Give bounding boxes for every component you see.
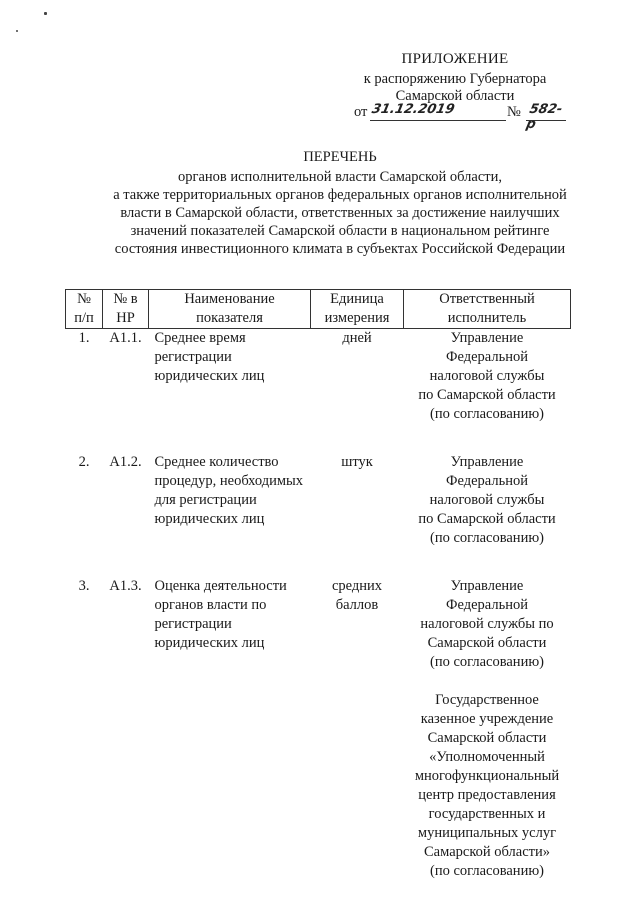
heading-line: органов исполнительной власти Самарской … xyxy=(178,169,502,185)
heading-title: ПЕРЕЧЕНЬ xyxy=(303,149,377,165)
order-line: от 31.12.2019 № 582-р xyxy=(354,102,574,132)
table-row: 1. А1.1. Среднее время регистрации юриди… xyxy=(66,329,571,425)
row-executor: Управление Федеральной налоговой службы … xyxy=(404,577,571,881)
executor-entry: Управление Федеральной налоговой службы … xyxy=(418,330,556,422)
handwritten-date: 31.12.2019 xyxy=(370,102,456,117)
scan-speck xyxy=(44,12,47,15)
heading-line: значений показателей Самарской области в… xyxy=(130,223,550,239)
appendix-line-1: к распоряжению Губернатора xyxy=(363,71,547,87)
row-unit: дней xyxy=(342,330,372,346)
date-field: 31.12.2019 xyxy=(370,102,506,121)
heading-line: состояния инвестиционного климата в субъ… xyxy=(114,241,566,257)
row-spacer xyxy=(66,548,571,577)
row-unit: штук xyxy=(341,454,373,470)
row-spacer xyxy=(66,424,571,453)
row-indicator-name: Среднее количество процедур, необходимых… xyxy=(154,454,304,527)
appendix-line-2: Самарской области xyxy=(395,88,515,104)
row-code: А1.3. xyxy=(109,578,142,594)
handwritten-number: 582-р xyxy=(524,102,564,132)
row-code: А1.2. xyxy=(109,454,142,470)
executor-entry: Управление Федеральной налоговой службы … xyxy=(420,578,554,670)
row-number: 3. xyxy=(78,578,90,594)
heading-line: власти в Самарской области, ответственны… xyxy=(120,205,560,221)
row-indicator-name: Оценка деятельности органов власти по ре… xyxy=(154,578,287,651)
row-number: 2. xyxy=(78,454,90,470)
row-indicator-name: Среднее время регистрации юридических ли… xyxy=(154,330,265,384)
number-field: 582-р xyxy=(525,102,566,132)
from-label: от xyxy=(354,104,368,120)
heading-line: а также территориальных органов федераль… xyxy=(113,187,567,203)
row-code: А1.1. xyxy=(109,330,142,346)
number-label: № xyxy=(507,104,521,120)
executor-entry: Управление Федеральной налоговой службы … xyxy=(418,454,556,546)
row-executor: Управление Федеральной налоговой службы … xyxy=(404,329,571,425)
row-number: 1. xyxy=(78,330,90,346)
executor-entry: Государственное казенное учреждение Сама… xyxy=(414,692,560,879)
scan-speck xyxy=(16,30,18,32)
row-executor: Управление Федеральной налоговой службы … xyxy=(404,453,571,548)
table-row: 3. А1.3. Оценка деятельности органов вла… xyxy=(66,577,571,881)
row-unit: средних баллов xyxy=(331,578,383,613)
table-row: 2. А1.2. Среднее количество процедур, не… xyxy=(66,453,571,548)
appendix-title: ПРИЛОЖЕНИЕ xyxy=(401,51,509,67)
